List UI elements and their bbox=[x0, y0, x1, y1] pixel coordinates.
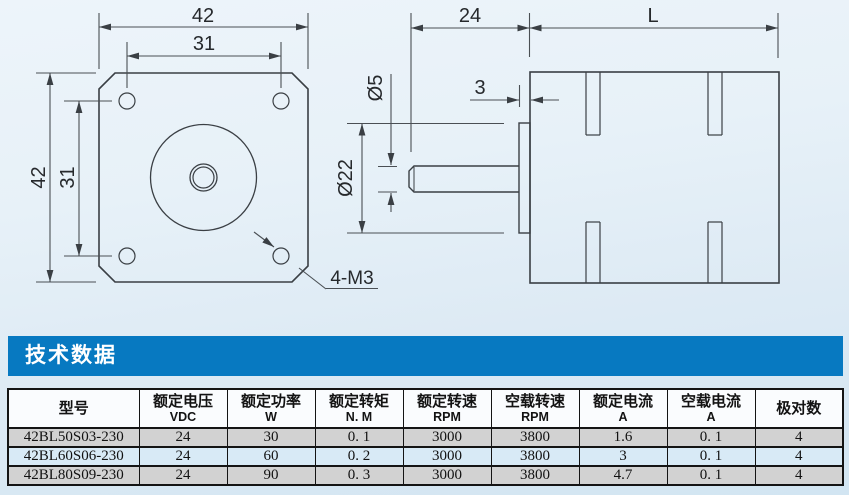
cell-torque: 0. 3 bbox=[314, 465, 404, 486]
shaft-circle-outer bbox=[189, 163, 218, 192]
section-title: 技术数据 bbox=[25, 344, 117, 367]
cell-power: 60 bbox=[226, 446, 316, 467]
col-header-rated-voltage: 额定电压 VDC bbox=[138, 388, 228, 429]
dim-front-length-label: 24 bbox=[459, 5, 481, 27]
col-header-pole-pairs: 极对数 bbox=[754, 388, 844, 429]
shaft-circle-inner bbox=[192, 166, 215, 189]
front-view-labels: 42 31 42 31 4-M3 bbox=[28, 5, 374, 289]
cell-rated-speed: 3000 bbox=[402, 427, 492, 448]
cell-torque: 0. 2 bbox=[314, 446, 404, 467]
mount-hole bbox=[272, 247, 290, 265]
dim-hole-spacing-h-label: 31 bbox=[193, 33, 215, 55]
faceplate-outline bbox=[98, 72, 309, 283]
dim-hole-spacing-v-label: 31 bbox=[57, 166, 79, 188]
dim-width-label: 42 bbox=[192, 5, 214, 27]
table-row: 42BL60S06-230 24 60 0. 2 3000 3800 3 0. … bbox=[7, 446, 844, 467]
header-row: 型号 额定电压 VDC 额定功率 W 额定转矩 N. M 额定转速 RPM bbox=[7, 388, 844, 429]
cell-noload-current: 0. 1 bbox=[666, 427, 756, 448]
col-header-noload-current: 空载电流 A bbox=[666, 388, 756, 429]
section-title-bar: 技术数据 bbox=[8, 336, 843, 376]
cell-noload-speed: 3800 bbox=[490, 427, 580, 448]
table-row: 42BL80S09-230 24 90 0. 3 3000 3800 4.7 0… bbox=[7, 465, 844, 486]
cell-rated-current: 1.6 bbox=[578, 427, 668, 448]
col-header-rated-speed: 额定转速 RPM bbox=[402, 388, 492, 429]
front-view-dimensions bbox=[36, 13, 378, 290]
side-view-dimensions bbox=[347, 13, 779, 234]
cell-power: 30 bbox=[226, 427, 316, 448]
cell-model: 42BL60S06-230 bbox=[7, 446, 140, 467]
cell-pole-pairs: 4 bbox=[754, 465, 844, 486]
mount-holes-label: 4-M3 bbox=[330, 268, 373, 289]
front-view bbox=[98, 72, 309, 283]
cell-noload-speed: 3800 bbox=[490, 446, 580, 467]
cell-noload-speed: 3800 bbox=[490, 465, 580, 486]
pilot-boss bbox=[518, 122, 531, 234]
boss-circle bbox=[149, 123, 258, 232]
cell-model: 42BL50S03-230 bbox=[7, 427, 140, 448]
col-header-rated-current: 额定电流 A bbox=[578, 388, 668, 429]
cell-torque: 0. 1 bbox=[314, 427, 404, 448]
cell-rated-speed: 3000 bbox=[402, 465, 492, 486]
spec-table: 型号 额定电压 VDC 额定功率 W 额定转矩 N. M 额定转速 RPM bbox=[7, 388, 844, 486]
cell-rated-current: 4.7 bbox=[578, 465, 668, 486]
cell-voltage: 24 bbox=[138, 465, 228, 486]
table-row: 42BL50S03-230 24 30 0. 1 3000 3800 1.6 0… bbox=[7, 427, 844, 448]
mount-hole bbox=[118, 247, 136, 265]
body-groove-right bbox=[707, 72, 723, 283]
dim-height-label: 42 bbox=[28, 166, 50, 188]
leader-line bbox=[253, 231, 275, 248]
cell-noload-current: 0. 1 bbox=[666, 465, 756, 486]
mount-hole bbox=[272, 92, 290, 110]
col-header-rated-power: 额定功率 W bbox=[226, 388, 316, 429]
cell-voltage: 24 bbox=[138, 446, 228, 467]
cell-rated-current: 3 bbox=[578, 446, 668, 467]
technical-drawing: 42 31 42 31 4-M3 bbox=[28, 5, 780, 290]
dim-shaft-dia-label: Ø5 bbox=[365, 75, 387, 102]
motor-body-outline bbox=[529, 71, 780, 284]
cell-voltage: 24 bbox=[138, 427, 228, 448]
cell-power: 90 bbox=[226, 465, 316, 486]
dim-boss-thickness-label: 3 bbox=[474, 77, 485, 99]
side-view-labels: 24 L 3 Ø5 Ø22 bbox=[335, 5, 659, 197]
body-groove-left bbox=[585, 72, 601, 283]
cell-noload-current: 0. 1 bbox=[666, 446, 756, 467]
shaft-outline bbox=[408, 165, 519, 193]
mount-hole bbox=[118, 92, 136, 110]
dim-body-length-label: L bbox=[647, 5, 658, 27]
col-header-model: 型号 bbox=[7, 388, 140, 429]
cell-pole-pairs: 4 bbox=[754, 446, 844, 467]
col-header-rated-torque: 额定转矩 N. M bbox=[314, 388, 404, 429]
cell-rated-speed: 3000 bbox=[402, 446, 492, 467]
dim-boss-dia-label: Ø22 bbox=[335, 159, 357, 197]
side-view bbox=[408, 71, 780, 284]
col-header-noload-speed: 空载转速 RPM bbox=[490, 388, 580, 429]
cell-model: 42BL80S09-230 bbox=[7, 465, 140, 486]
cell-pole-pairs: 4 bbox=[754, 427, 844, 448]
